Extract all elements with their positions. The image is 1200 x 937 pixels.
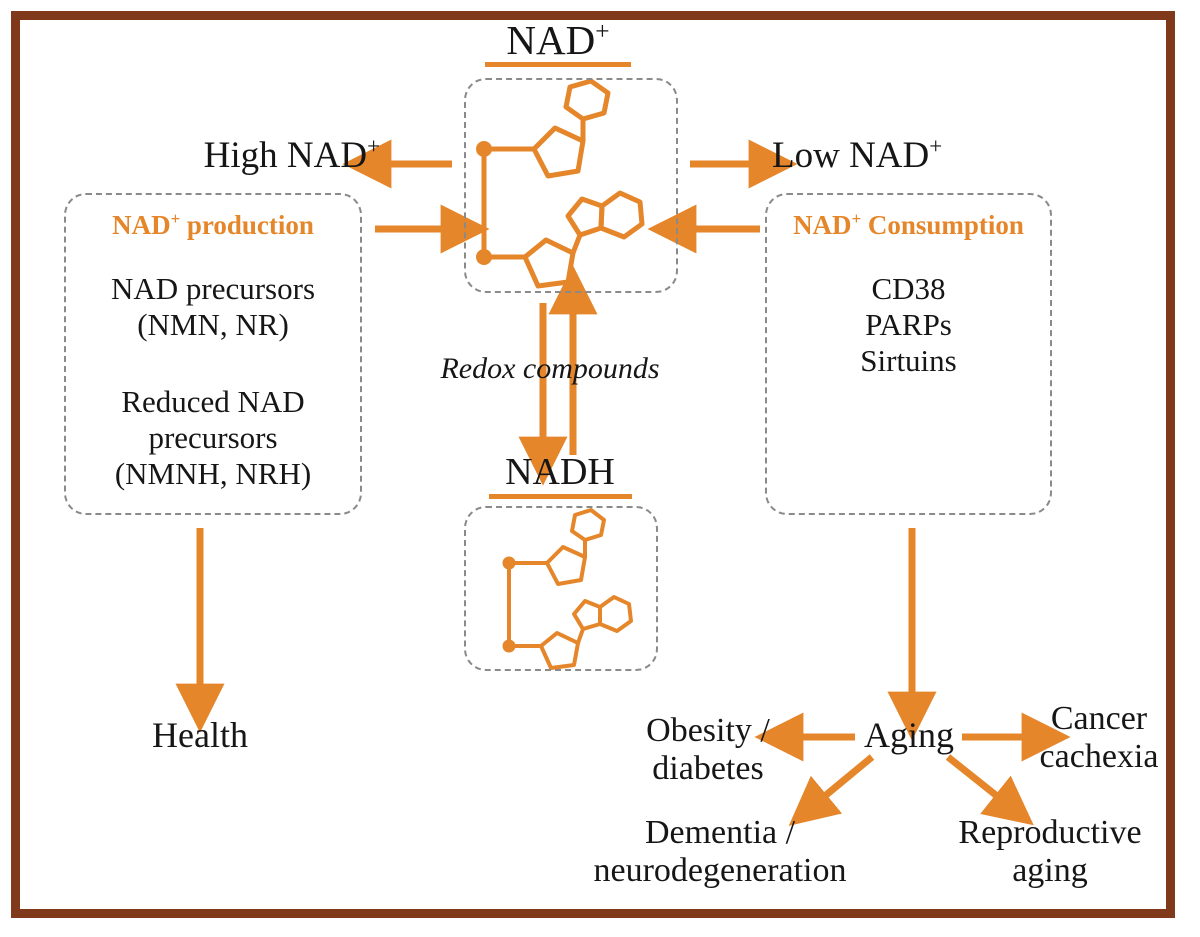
outcome-reproductive-line1: Reproductive: [958, 814, 1142, 851]
nad-production-box: [64, 193, 362, 515]
production-item-3: precursors: [148, 420, 278, 455]
label-low-nad: Low NAD+: [772, 133, 943, 176]
production-item-0: NAD precursors: [110, 271, 316, 306]
production-heading: NAD+ production: [112, 209, 314, 240]
production-item-4: (NMNH, NRH): [114, 456, 312, 491]
consumption-item-1: PARPs: [865, 307, 952, 342]
consumption-item-2: Sirtuins: [860, 343, 957, 378]
label-redox-compounds: Redox compounds: [440, 352, 660, 385]
outcome-obesity-line2: diabetes: [652, 750, 764, 788]
outcome-reproductive-aging: Reproductive aging: [930, 814, 1170, 890]
consumption-heading: NAD+ Consumption: [793, 209, 1024, 240]
outcome-reproductive-line2: aging: [1012, 852, 1088, 890]
nad-title-underline: [485, 62, 631, 67]
outcome-obesity-line1: Obesity /: [646, 712, 770, 749]
nad-consumption-box: [765, 193, 1052, 515]
outcome-obesity-diabetes: Obesity / diabetes: [615, 712, 801, 788]
outcome-dementia-line2: neurodegeneration: [593, 852, 847, 890]
nadh-title-underline: [489, 494, 632, 499]
outcome-cancer-line1: Cancer: [1050, 700, 1148, 737]
outcome-cancer-line2: cachexia: [1039, 738, 1159, 776]
nadh-structure-box: [464, 506, 658, 671]
nadh-title: NADH: [505, 451, 615, 493]
outcome-dementia-line1: Dementia /: [644, 814, 796, 851]
label-aging: Aging: [864, 715, 954, 755]
production-item-1: (NMN, NR): [137, 307, 289, 342]
label-high-nad: High NAD+: [203, 133, 380, 176]
label-health: Health: [152, 715, 248, 755]
consumption-item-0: CD38: [871, 271, 946, 306]
production-item-2: Reduced NAD: [121, 384, 305, 419]
nad-structure-box: [464, 78, 678, 293]
outcome-cancer-cachexia: Cancer cachexia: [1019, 700, 1179, 776]
outcome-dementia-neurodegeneration: Dementia / neurodegeneration: [545, 814, 895, 890]
nad-title: NAD+: [506, 17, 610, 63]
